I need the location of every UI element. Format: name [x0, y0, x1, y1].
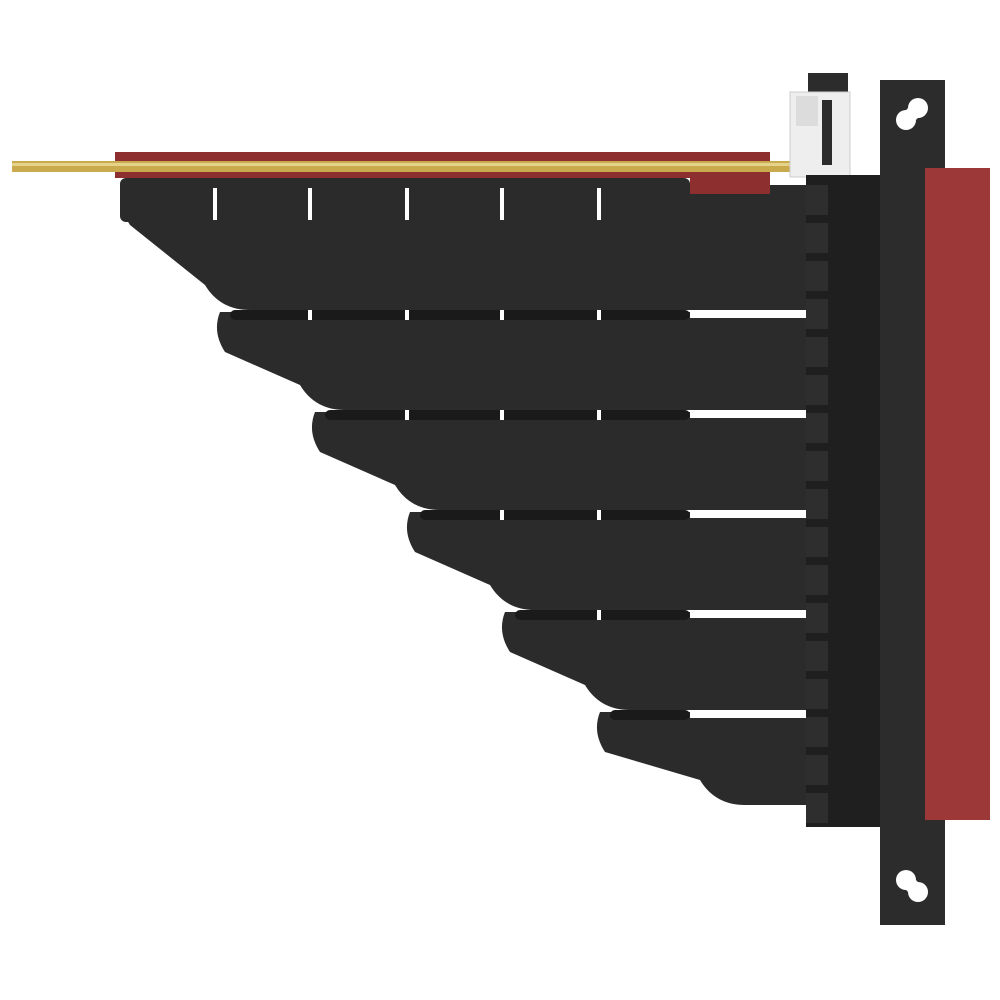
connector-latch: [806, 261, 828, 291]
top-cable-header: [120, 178, 690, 222]
connector-latch: [806, 185, 828, 215]
ribbon-gap: [690, 312, 806, 318]
ribbon-wire-edge: [230, 310, 690, 320]
connector-latch: [806, 603, 828, 633]
header-split: [597, 188, 601, 220]
top-pcb-board-lower: [690, 172, 770, 194]
ribbon-split: [500, 310, 504, 320]
ribbon-split: [597, 310, 601, 320]
ribbon-wire-edge: [610, 710, 690, 720]
ribbon-wire-edge: [420, 510, 690, 520]
ribbon-split: [405, 410, 409, 420]
connector-latch: [806, 679, 828, 709]
connector-latch: [806, 793, 828, 823]
ribbon-layer: [216, 312, 808, 410]
gold-edge-contacts: [12, 161, 790, 172]
connector-latch: [806, 451, 828, 481]
connector-latch: [806, 489, 828, 519]
gold-edge-highlight: [12, 163, 790, 166]
ribbon-gap: [690, 612, 806, 618]
screw-hole-top-icon: [896, 98, 928, 130]
connector-latch: [806, 565, 828, 595]
connector-latch: [806, 413, 828, 443]
ribbon-gap: [690, 712, 806, 718]
ribbon-layer: [596, 712, 808, 805]
screw-hole-bottom-icon: [896, 870, 928, 902]
connector-latch: [806, 527, 828, 557]
connector-latch: [806, 337, 828, 367]
ribbon-cable-layers: [121, 185, 808, 805]
ribbon-split: [597, 510, 601, 520]
ribbon-split: [308, 310, 312, 320]
ribbon-split: [597, 410, 601, 420]
connector-latch: [806, 223, 828, 253]
ribbon-layer: [406, 512, 808, 610]
header-split: [500, 188, 504, 220]
ribbon-wire-edge: [515, 610, 690, 620]
ribbon-wire-edge: [325, 410, 690, 420]
connector-latch: [806, 375, 828, 405]
ribbon-split: [500, 510, 504, 520]
side-pcb-board: [925, 168, 990, 820]
ribbon-split: [405, 310, 409, 320]
header-split: [213, 188, 217, 220]
power-plug: [789, 73, 851, 178]
connector-latch: [806, 755, 828, 785]
header-split: [405, 188, 409, 220]
connector-latch: [806, 717, 828, 747]
connector-latch: [806, 641, 828, 671]
ribbon-split: [500, 410, 504, 420]
connector-latch: [806, 299, 828, 329]
ribbon-layer: [311, 412, 808, 510]
ribbon-layer: [501, 612, 808, 710]
ribbon-split: [597, 610, 601, 620]
ribbon-gap: [690, 512, 806, 518]
ribbon-gap: [690, 412, 806, 418]
header-split: [308, 188, 312, 220]
